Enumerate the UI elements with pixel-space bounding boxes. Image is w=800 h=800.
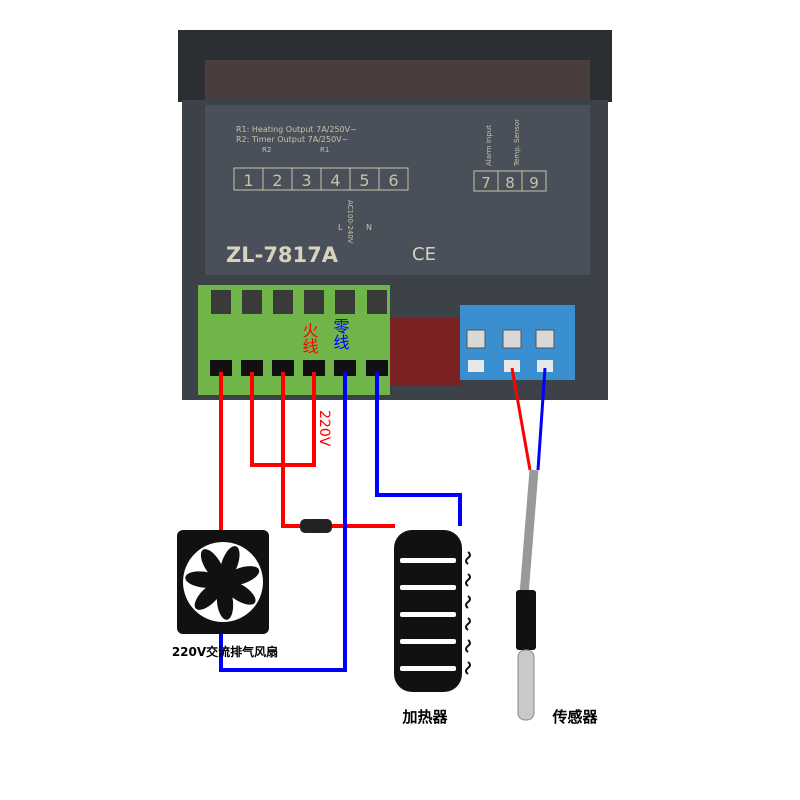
- model-label: ZL-7817A: [226, 243, 339, 267]
- heat-wave: [465, 595, 471, 609]
- sensor-blue-wire: [536, 367, 547, 471]
- fuse: [300, 519, 332, 533]
- ce-mark: CE: [412, 244, 436, 265]
- terminal-number: 1: [243, 171, 253, 190]
- sensor-terminal-screws: [466, 329, 555, 372]
- terminal-screw[interactable]: [366, 360, 388, 376]
- terminal-screw[interactable]: [241, 360, 263, 376]
- terminal-number: 5: [359, 171, 369, 190]
- heater-label: 加热器: [401, 708, 448, 726]
- pcb: [390, 318, 462, 386]
- heater-coil-gap: [400, 585, 456, 590]
- heater-coil-gap: [400, 612, 456, 617]
- sensor-terminal-screw[interactable]: [502, 329, 522, 349]
- fan-neutral-wire: [219, 372, 347, 672]
- heater-coil-gap: [400, 666, 456, 671]
- live-wire-label: 火线: [300, 322, 319, 354]
- terminal-screw[interactable]: [303, 360, 325, 376]
- sensor-probe-icon: [516, 590, 536, 721]
- relay-r1-label: R1: [320, 146, 329, 154]
- fan-icon: [177, 530, 269, 634]
- sensor-terminal-clamp: [504, 360, 520, 372]
- heat-wave: [465, 617, 471, 631]
- terminal-screw[interactable]: [210, 360, 232, 376]
- terminal-slot: [367, 290, 387, 314]
- neutral-wire-label: 零线: [331, 318, 350, 350]
- terminal-slot: [304, 290, 324, 314]
- terminal-number: 4: [330, 171, 340, 190]
- heat-wave: [465, 551, 471, 565]
- wires: [219, 367, 547, 672]
- l-label: L: [338, 223, 343, 232]
- heat-wave: [465, 639, 471, 653]
- sensor-terminal-number: 9: [529, 174, 539, 192]
- terminal-number: 6: [388, 171, 398, 190]
- terminal-slot: [335, 290, 355, 314]
- heater-neutral-wire: [375, 372, 462, 526]
- sensor-terminal-number: 8: [505, 174, 515, 192]
- fan-blade: [224, 580, 256, 605]
- sensor-terminal-number: 7: [481, 174, 491, 192]
- sensor-cable: [519, 469, 539, 596]
- alarm-input-label: Alarm Input: [485, 125, 493, 166]
- sensor-terminal-clamp: [468, 360, 484, 372]
- fan-blade: [220, 546, 240, 581]
- n-label: N: [366, 223, 372, 232]
- controller-window: [205, 60, 590, 100]
- voltage-label: 220V: [316, 410, 332, 447]
- sensor-strip-outline: [473, 170, 547, 192]
- fan-blade: [200, 549, 225, 581]
- heater-icon: [394, 530, 462, 692]
- heater-live-wire-a: [281, 372, 300, 528]
- terminal-screws: [210, 290, 388, 376]
- terminal-screw[interactable]: [272, 360, 294, 376]
- sensor-terminal-clamp: [537, 360, 553, 372]
- sensor-terminal-screw[interactable]: [466, 329, 486, 349]
- heat-wave: [465, 573, 471, 587]
- heater-coil-gap: [400, 558, 456, 563]
- relay-r2-label: R2: [262, 146, 271, 154]
- terminal-slot: [242, 290, 262, 314]
- fan-blade: [194, 582, 223, 610]
- power-label: AC100-240V: [346, 200, 354, 244]
- fan-blade: [224, 566, 260, 586]
- terminal-slot: [273, 290, 293, 314]
- fan-label: 220V交流排气风扇: [172, 644, 278, 659]
- spec-r2: R2: Timer Output 7A/250V~: [236, 135, 348, 144]
- sensor-label: 传感器: [551, 708, 598, 726]
- terminal-screw[interactable]: [334, 360, 356, 376]
- sensor-red-wire: [510, 367, 532, 471]
- heat-wave: [465, 661, 471, 675]
- terminal-number: 3: [301, 171, 311, 190]
- terminal-slot: [211, 290, 231, 314]
- temp-sensor-label: Temp. Sensor: [513, 119, 521, 167]
- controller: R1: Heating Output 7A/250V~ R2: Timer Ou…: [178, 30, 612, 400]
- heater-coil-gap: [400, 639, 456, 644]
- sensor-terminal-screw[interactable]: [535, 329, 555, 349]
- spec-r1: R1: Heating Output 7A/250V~: [236, 125, 357, 134]
- terminal-number: 2: [272, 171, 282, 190]
- heat-waves-icon: [465, 551, 471, 675]
